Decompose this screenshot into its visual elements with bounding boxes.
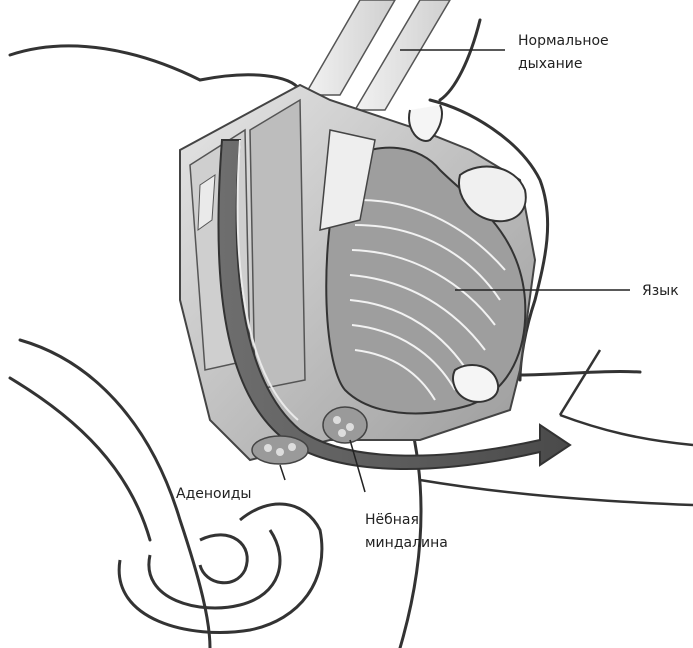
adenoids <box>252 436 308 464</box>
label-normal-breathing-1: Нормальное <box>518 33 609 49</box>
label-tonsil-2: миндалина <box>365 535 448 551</box>
label-tonsil-1: Нёбная <box>365 512 419 528</box>
label-tongue: Язык <box>642 283 679 299</box>
label-normal-breathing-2: дыхание <box>518 56 582 72</box>
ear <box>119 504 322 632</box>
label-adenoids: Аденоиды <box>176 486 251 502</box>
breathing-tube <box>305 0 450 110</box>
palatine-tonsil <box>323 407 367 443</box>
